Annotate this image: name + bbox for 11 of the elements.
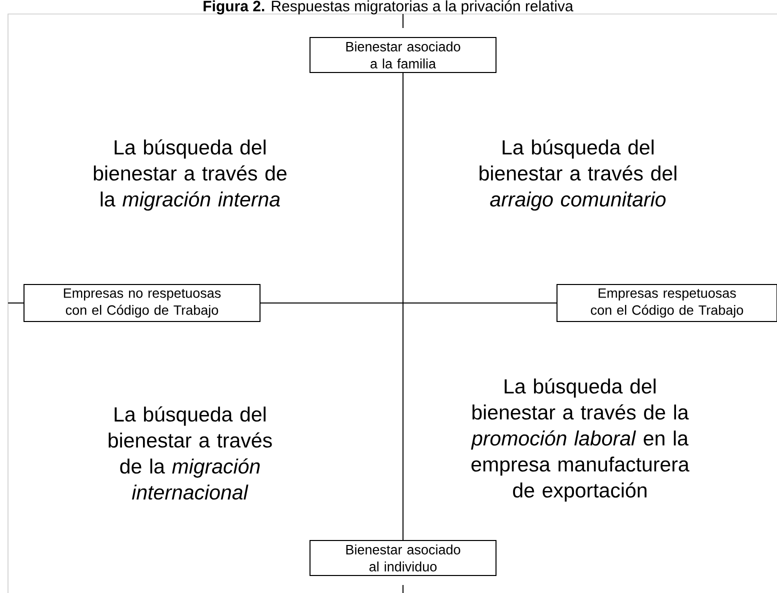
axis-end-box: Bienestar asociado al individuo (310, 540, 496, 576)
quadrant-text: La búsqueda del bienestar a través de la migración internacional (108, 406, 272, 500)
axis-end-box: Empresas respetuosas con el Código de Trabajo (556, 284, 777, 322)
axis-line (260, 302, 557, 304)
axis-line (402, 72, 404, 541)
figure-title: Figura 2. Respuestas migratorias a la privación relativa (204, 0, 574, 14)
quadrant-text: La búsqueda del bienestar a través de la migración interna (94, 139, 286, 211)
axis-end-box: Bienestar asociado a la familia (310, 37, 496, 73)
axis-end-box: Empresas no respetuosas con el Código de Trabajo (24, 284, 260, 322)
quadrant-text: La búsqueda del bienestar a través del arraigo comunitario (480, 139, 676, 211)
quadrant-text: La búsqueda del bienestar a través de la promoción laboral en la empresa manufacturera de exportación (471, 378, 690, 502)
